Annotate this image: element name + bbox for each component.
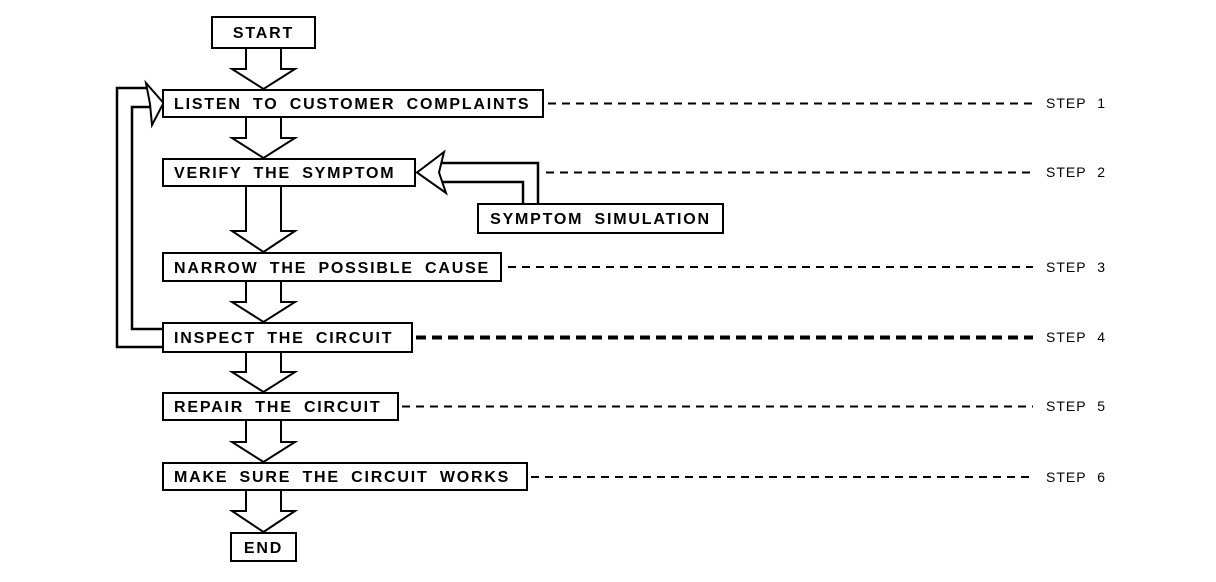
start-label: START xyxy=(233,25,294,42)
arrow-start-to-listen xyxy=(228,47,299,91)
step-label-5: STEP 5 xyxy=(1046,398,1106,414)
feedback-loop-outer-line xyxy=(115,86,163,349)
node-end: END xyxy=(230,532,297,562)
verify-label: VERIFY THE SYMPTOM xyxy=(174,165,395,182)
narrow-box xyxy=(162,252,502,282)
step-label-2: STEP 2 xyxy=(1046,164,1106,180)
node-narrow-the-possible-cause: NARROW THE POSSIBLE CAUSE xyxy=(162,252,502,282)
arrow-inspect-to-repair xyxy=(228,351,299,394)
node-inspect-the-circuit: INSPECT THE CIRCUIT xyxy=(162,322,413,353)
node-verify-the-symptom: VERIFY THE SYMPTOM xyxy=(162,158,416,187)
step-label-1: STEP 1 xyxy=(1046,95,1106,111)
symptom-simulation-label: SYMPTOM SIMULATION xyxy=(490,211,711,228)
feedback-loop-inner-line xyxy=(130,105,163,331)
node-symptom-simulation: SYMPTOM SIMULATION xyxy=(477,203,724,234)
step-label-3: STEP 3 xyxy=(1046,259,1106,275)
feedback-loop-arrowhead xyxy=(144,79,165,129)
arrow-listen-to-verify xyxy=(228,116,299,160)
repair-box xyxy=(162,392,399,421)
symptom-connector-bottom-line xyxy=(442,180,525,204)
listen-box xyxy=(162,89,544,118)
repair-label: REPAIR THE CIRCUIT xyxy=(174,399,381,416)
arrow-verify-to-narrow xyxy=(228,185,299,254)
node-start: START xyxy=(211,16,316,49)
node-make-sure-the-circuit-works: MAKE SURE THE CIRCUIT WORKS xyxy=(162,462,528,491)
symptom-connector-top-line xyxy=(441,161,540,204)
start-box xyxy=(211,16,316,49)
step-label-4: STEP 4 xyxy=(1046,329,1106,345)
verify-box xyxy=(162,158,416,187)
inspect-box xyxy=(162,322,413,353)
narrow-label: NARROW THE POSSIBLE CAUSE xyxy=(174,260,490,277)
node-listen-to-customer-complaints: LISTEN TO CUSTOMER COMPLAINTS xyxy=(162,89,544,118)
arrow-makesure-to-end xyxy=(228,489,299,534)
listen-label: LISTEN TO CUSTOMER COMPLAINTS xyxy=(174,96,530,113)
inspect-label: INSPECT THE CIRCUIT xyxy=(174,330,393,347)
arrow-narrow-to-inspect xyxy=(228,280,299,324)
node-repair-the-circuit: REPAIR THE CIRCUIT xyxy=(162,392,399,421)
symptom-connector-arrowhead xyxy=(415,149,448,196)
make-sure-label: MAKE SURE THE CIRCUIT WORKS xyxy=(174,469,510,486)
end-box xyxy=(230,532,297,562)
step-label-6: STEP 6 xyxy=(1046,469,1106,485)
arrow-repair-to-makesure xyxy=(228,419,299,464)
end-label: END xyxy=(244,540,283,557)
symptom-simulation-box xyxy=(477,203,724,234)
make-sure-box xyxy=(162,462,528,491)
